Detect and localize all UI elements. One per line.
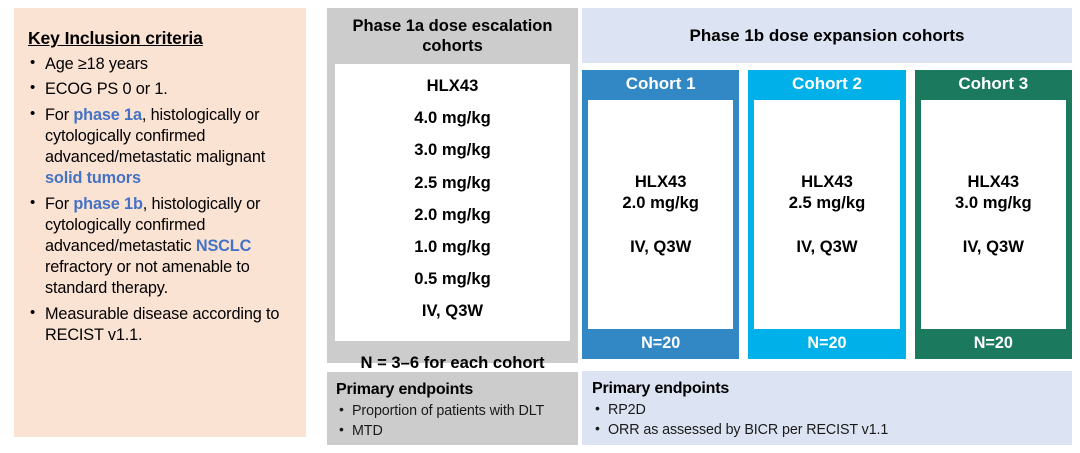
cohort-title: Cohort 2 bbox=[792, 74, 862, 93]
inclusion-criterion: Age ≥18 years bbox=[28, 52, 292, 75]
phase-1a-endpoints-panel: Primary endpoints Proportion of patients… bbox=[327, 372, 578, 445]
criterion-text: refractory or not amenable to standard t… bbox=[45, 257, 250, 297]
phase-1a-column: Phase 1a dose escalation cohorts HLX43 4.… bbox=[327, 8, 578, 445]
cohort-sample-size: N=20 bbox=[807, 334, 847, 352]
phase-1a-dose-level: 0.5 mg/kg bbox=[414, 268, 491, 288]
inclusion-criteria-list: Age ≥18 yearsECOG PS 0 or 1. For phase 1a… bbox=[28, 52, 292, 346]
phase-1a-sample-size: N = 3–6 for each cohort bbox=[360, 353, 545, 373]
phase-1b-header: Phase 1b dose expansion cohorts bbox=[582, 8, 1072, 63]
cohort-dose: 3.0 mg/kg bbox=[955, 193, 1032, 213]
cohort-route: IV, Q3W bbox=[962, 237, 1024, 257]
phase-1a-dose-box: HLX43 4.0 mg/kg 3.0 mg/kg 2.5 mg/kg 2.0 mg/k… bbox=[335, 64, 570, 342]
cohort-dose: 2.0 mg/kg bbox=[622, 193, 699, 213]
phase-1a-panel: Phase 1a dose escalation cohorts HLX43 4.… bbox=[327, 8, 578, 372]
phase-1b-endpoints-list: RP2DORR as assessed by BICR per RECIST v… bbox=[592, 399, 1062, 441]
phase-1b-column: Phase 1b dose expansion cohorts Cohort 1… bbox=[582, 8, 1072, 445]
cohort-title: Cohort 3 bbox=[958, 74, 1029, 93]
criterion-text: , histologically or cytologically confir… bbox=[45, 105, 266, 166]
inclusion-criterion: Measurable disease according to RECIST v… bbox=[28, 303, 292, 346]
inclusion-criterion: For phase 1b, histologically or cytologi… bbox=[28, 193, 292, 299]
phase-1a-dose-level: IV, Q3W bbox=[421, 300, 484, 320]
endpoint-item: Proportion of patients with DLT bbox=[336, 400, 569, 421]
cohort-sample-size: N=20 bbox=[973, 334, 1013, 352]
phase-1a-endpoints-list: Proportion of patients with DLTMTD bbox=[336, 400, 569, 442]
inclusion-criteria-panel: Key Inclusion criteria Age ≥18 yearsECOG… bbox=[14, 8, 306, 437]
phase-1a-dose-level: 3.0 mg/kg bbox=[414, 140, 491, 160]
cohort-drug-name: HLX43 bbox=[967, 171, 1020, 191]
cohort-dose: 2.5 mg/kg bbox=[788, 193, 866, 213]
criterion-text: Age ≥18 years bbox=[45, 54, 148, 73]
cohort-drug-name: HLX43 bbox=[801, 171, 853, 191]
criterion-text: For bbox=[45, 105, 74, 124]
phase-1b-endpoints-panel: Primary endpoints RP2DORR as assessed by… bbox=[582, 371, 1072, 445]
criterion-text: Measurable disease according to RECIST v… bbox=[45, 304, 280, 344]
phase-1a-drug-name: HLX43 bbox=[426, 76, 479, 96]
endpoint-item: ORR as assessed by BICR per RECIST v1.1 bbox=[592, 419, 1062, 440]
inclusion-criterion: For phase 1a, histologically or cytologi… bbox=[28, 104, 292, 189]
criterion-highlight: solid tumors bbox=[45, 168, 141, 187]
phase-1a-header: Phase 1a dose escalation cohorts bbox=[352, 17, 553, 55]
inclusion-criteria-title: Key Inclusion criteria bbox=[28, 28, 203, 48]
criterion-text: For bbox=[45, 194, 74, 213]
phase-1a-dose-level: 2.5 mg/kg bbox=[414, 172, 491, 192]
cohort-sample-size: N=20 bbox=[641, 334, 681, 352]
criterion-highlight: phase 1b bbox=[73, 194, 143, 213]
endpoint-item: MTD bbox=[336, 420, 569, 441]
phase-1a-endpoints-title: Primary endpoints bbox=[336, 381, 474, 398]
criterion-highlight: NSCLC bbox=[195, 236, 252, 255]
phase-1a-dose-level: 4.0 mg/kg bbox=[414, 108, 491, 128]
cohort-drug-name: HLX43 bbox=[634, 171, 687, 191]
endpoint-item: RP2D bbox=[592, 399, 1062, 420]
criterion-text: ECOG PS 0 or 1. bbox=[45, 80, 168, 99]
phase-1a-dose-level: 2.0 mg/kg bbox=[414, 204, 491, 224]
phase-1a-dose-level: 1.0 mg/kg bbox=[414, 236, 491, 256]
phase-1b-endpoints-title: Primary endpoints bbox=[592, 380, 730, 397]
criterion-highlight: phase 1a bbox=[73, 105, 142, 124]
criterion-text: , histologically or cytologically confir… bbox=[45, 194, 261, 255]
cohort-route: IV, Q3W bbox=[630, 237, 692, 257]
cohort-route: IV, Q3W bbox=[796, 237, 858, 257]
inclusion-criterion: ECOG PS 0 or 1. bbox=[28, 78, 292, 100]
cohort-title: Cohort 1 bbox=[625, 74, 696, 93]
